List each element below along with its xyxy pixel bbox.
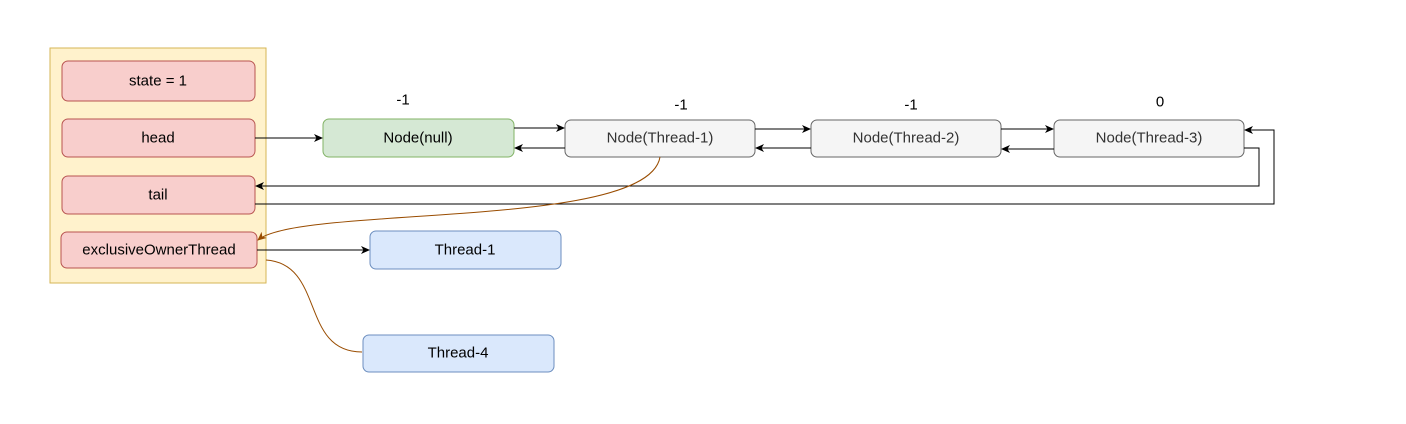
field-head-label: head (141, 130, 174, 147)
edge-thread-1-node-to-owner (257, 156, 661, 241)
field-head: head (61, 118, 256, 158)
field-state: state = 1 (61, 60, 256, 102)
queue-node-null: Node(null) (322, 118, 515, 158)
queue-node-null-label: Node(null) (383, 130, 452, 147)
field-state-label: state = 1 (129, 73, 187, 90)
thread-4-box: Thread-4 (362, 334, 555, 373)
thread-1-box: Thread-1 (369, 230, 562, 270)
queue-node-thread-2: Node(Thread-2) (810, 119, 1002, 158)
thread-4-label: Thread-4 (428, 345, 489, 362)
queue-node-thread-2-wait-status: -1 (904, 97, 917, 114)
field-exclusive-owner-thread: exclusiveOwnerThread (60, 231, 258, 269)
queue-node-null-wait-status: -1 (396, 92, 409, 109)
edge-thread-3-to-tail (255, 147, 1260, 190)
field-tail: tail (61, 175, 256, 215)
queue-node-thread-1: Node(Thread-1) (564, 119, 756, 158)
queue-node-thread-1-label: Node(Thread-1) (607, 130, 714, 147)
queue-node-thread-3-wait-status: 0 (1156, 94, 1164, 111)
field-owner-label: exclusiveOwnerThread (82, 242, 235, 259)
queue-node-thread-1-wait-status: -1 (674, 97, 687, 114)
queue-node-thread-3-label: Node(Thread-3) (1096, 130, 1203, 147)
field-tail-label: tail (148, 187, 167, 204)
edge-tail-to-last-node (255, 126, 1275, 205)
edge-owner-to-thread-4 (265, 259, 363, 353)
queue-node-thread-3: Node(Thread-3) (1053, 119, 1245, 158)
queue-node-thread-2-label: Node(Thread-2) (853, 130, 960, 147)
thread-1-label: Thread-1 (435, 242, 496, 259)
